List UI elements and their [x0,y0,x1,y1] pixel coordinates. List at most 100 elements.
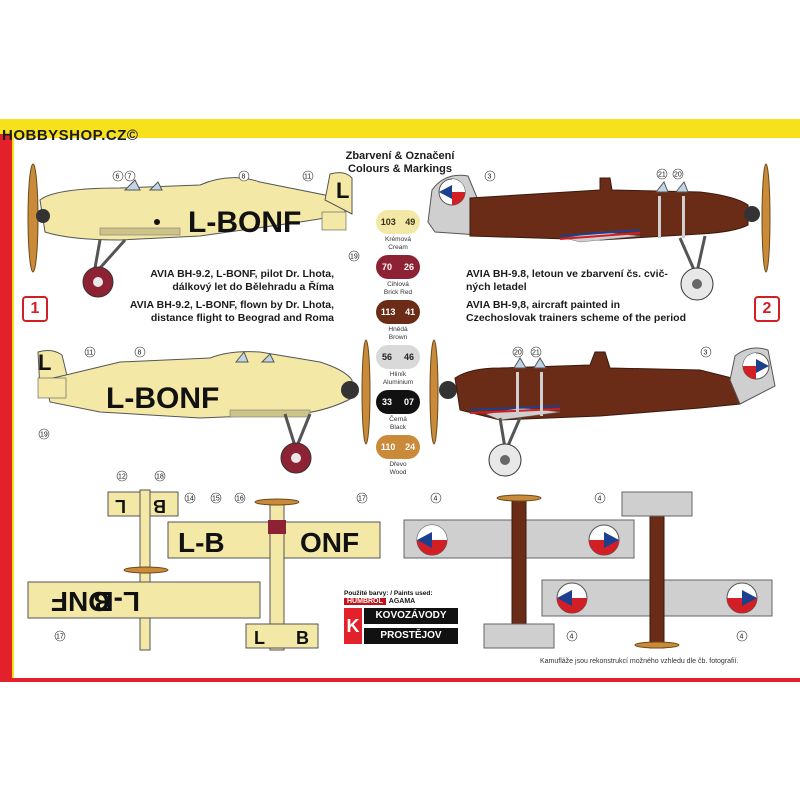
swatch-aluminium-agama: 46 [403,352,414,362]
aircraft1-profile-top [27,163,353,298]
aircraft1-number-badge: 1 [22,296,48,322]
swatch-black-en: Black [390,423,406,431]
aircraft1-profile-bottom [37,339,371,474]
swatch-brick-red-cz: Cihlová [387,281,409,288]
aircraft2-en-line2: Czechoslovak trainers scheme of the peri… [466,311,686,324]
wing-top-right-text: ONF [300,527,359,558]
swatch-brick-red-humbrol: 70 [381,262,392,272]
aircraft1-en-line1: AVIA BH-9.2, L-BONF, flown by Dr. Lhota, [129,299,334,311]
swatch-cream-en: Cream [388,243,408,251]
callout-6: 6 [116,174,120,181]
swatch-aluminium: 56 46 [376,345,420,369]
aircraft2-profile-top [427,163,771,301]
swatch-black-humbrol: 33 [381,397,392,407]
swatch-wood-humbrol: 110 [380,442,396,452]
callout-4d: 4 [740,634,744,641]
swatch-brown-cz: Hnědá [388,326,408,333]
aircraft1-fin-letter-bottom: L [38,350,51,375]
callout-19: 19 [350,254,358,261]
callout-3b: 3 [704,350,708,357]
swatch-wood-en: Wood [389,468,407,476]
aircraft1-cz-line2: dálkový let do Bělehradu a Říma [172,280,334,293]
aircraft1-cz-line1: AVIA BH-9.2, L-BONF, pilot Dr. Lhota, [150,268,334,280]
swatch-black: 33 07 [376,390,420,414]
callout-11b: 11 [86,350,93,357]
logo-k-letter: K [344,608,362,644]
callout-15: 15 [212,496,220,503]
swatch-cream-cz: Krémová [384,236,411,243]
callout-4c: 4 [570,634,574,641]
swatch-cream-agama: 49 [405,217,416,227]
red-side-bar [0,134,12,680]
swatch-black-cz: Černá [389,416,407,423]
swatch-black-agama: 07 [403,397,414,407]
tail-bottom-letter-1: L [254,628,265,648]
callout-8b: 8 [138,350,142,357]
agama-brand: AGAMA [388,598,416,605]
swatch-brick-red-en: Brick Red [383,288,413,296]
callout-4: 4 [434,496,438,503]
aircraft1-caption: AVIA BH-9.2, L-BONF, pilot Dr. Lhota, dá… [116,268,334,324]
red-bottom-bar [0,678,800,682]
aircraft2-caption: AVIA BH-9.8, letoun ve zbarvení čs. cvič… [466,268,726,324]
callout-20b: 20 [514,350,522,357]
paints-used-label: Použité barvy: / Paints used: [344,590,433,597]
manufacturer-logo: Použité barvy: / Paints used: HUMBROL AG… [344,590,460,650]
swatch-cream-humbrol: 103 [380,217,396,227]
aircraft2-cz-line1: AVIA BH-9.8, letoun ve zbarvení čs. cvič… [466,268,668,280]
aircraft1-plan-views [27,489,381,651]
tail-bottom-letter-2: B [296,628,309,648]
wing-bottom-left-text: ONF [51,586,110,617]
swatch-brown-en: Brown [388,333,408,341]
callout-7: 7 [128,174,132,181]
aircraft1-fin-letter-top: L [336,178,349,203]
aircraft2-profile-bottom [429,339,776,477]
callout-20: 20 [674,172,682,179]
aircraft1-registration-bottom: L-BONF [106,382,219,415]
swatch-wood-agama: 24 [405,442,416,452]
title-czech: Zbarvení & Označení [345,150,455,162]
wing-bottom-right-text: L-B [93,586,140,617]
callout-17b: 17 [56,634,64,641]
swatch-brown-agama: 41 [405,307,416,317]
callout-8: 8 [242,174,246,181]
callout-19b: 19 [40,432,48,439]
swatch-aluminium-cz: Hliník [389,371,407,378]
swatch-brown: 113 41 [376,300,420,324]
aircraft2-number-badge: 2 [754,296,780,322]
callout-numbers: 6 7 8 11 19 3 21 20 11 8 19 20 21 3 12 1… [38,168,748,642]
callout-3: 3 [488,174,492,181]
swatch-brown-humbrol: 113 [380,307,396,317]
aircraft2-cz-line2: ných letadel [466,280,527,293]
callout-4b: 4 [598,496,602,503]
callout-12: 12 [118,474,126,481]
swatch-aluminium-en: Aluminium [382,378,414,386]
callout-21b: 21 [532,350,540,357]
watermark: HOBBYSHOP.CZ© [2,127,139,144]
aircraft1-en-line2: distance flight to Beograd and Roma [150,311,334,324]
tail-top-letter-2: B [153,496,166,516]
logo-line2: PROSTĚJOV [364,628,458,644]
roundels [416,524,758,614]
callout-11: 11 [304,174,311,181]
swatch-aluminium-humbrol: 56 [381,352,392,362]
swatch-wood: 110 24 [376,435,420,459]
swatch-wood-cz: Dřevo [389,461,407,468]
callout-17: 17 [358,496,366,503]
callout-14: 14 [186,496,194,503]
tail-top-letter-1: L [115,496,126,516]
callout-16: 16 [236,496,244,503]
camouflage-note: Kamufláže jsou rekonstrukcí možného vzhl… [540,658,739,665]
aircraft1-registration-top: L-BONF [188,206,301,239]
callout-21: 21 [658,172,666,179]
wing-top-left-text: L-B [178,527,225,558]
callout-18: 18 [156,474,164,481]
